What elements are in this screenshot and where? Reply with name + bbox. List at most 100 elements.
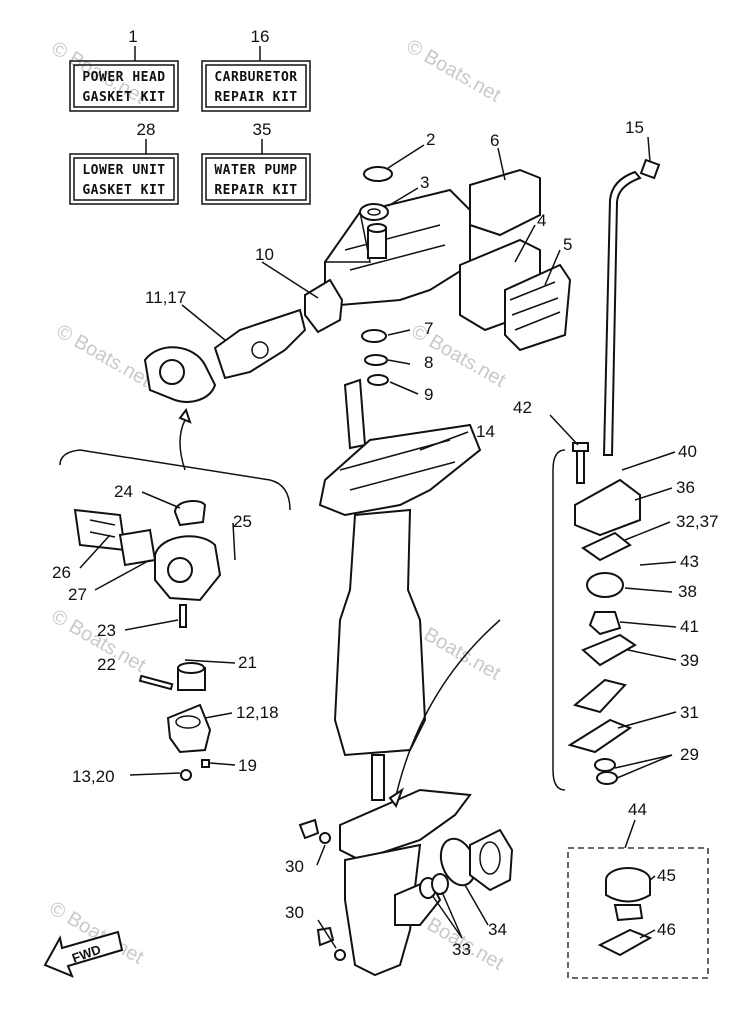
- callout-numbers: 2 3 4 5 6 7 8 9 10 11,17 14 15 42 40 36 …: [52, 118, 719, 959]
- washer: [334, 949, 346, 961]
- callout-6: 6: [490, 131, 499, 150]
- water-pump-bracket: [552, 449, 566, 791]
- impeller: [588, 611, 622, 636]
- callout-3: 3: [420, 173, 429, 192]
- washer: [180, 769, 192, 781]
- kit-number: 16: [251, 27, 270, 46]
- carburetor-bracket: [59, 449, 291, 511]
- seal: [596, 771, 618, 785]
- kit-line1: CARBURETOR: [214, 70, 297, 85]
- callout-7: 7: [424, 319, 433, 338]
- kit-line2: GASKET KIT: [82, 183, 165, 198]
- callout-15: 15: [625, 118, 644, 137]
- power-head-block: [324, 188, 471, 307]
- washer: [319, 832, 331, 844]
- callout-30-a: 30: [285, 857, 304, 876]
- seal: [594, 758, 616, 772]
- callout-19: 19: [238, 756, 257, 775]
- float-chamber: [173, 499, 207, 527]
- bearing-housing: [469, 828, 514, 892]
- callout-13-20: 13,20: [72, 767, 115, 786]
- kit-water-pump: 35 WATER PUMP REPAIR KIT: [201, 120, 311, 205]
- kit-carburetor: 16 CARBURETOR REPAIR KIT: [201, 27, 311, 112]
- kit-number: 28: [137, 120, 156, 139]
- callout-27: 27: [68, 585, 87, 604]
- screw: [201, 759, 210, 768]
- gasket: [567, 718, 633, 754]
- bushing: [367, 374, 389, 386]
- gasket: [581, 531, 632, 562]
- callout-2: 2: [426, 130, 435, 149]
- o-ring: [363, 166, 393, 182]
- pump-housing: [574, 478, 641, 537]
- kit-line1: LOWER UNIT: [82, 163, 165, 178]
- bolt: [576, 447, 585, 484]
- callout-39: 39: [680, 651, 699, 670]
- watermark: © Boats.net: [53, 320, 155, 392]
- callout-5: 5: [563, 235, 572, 254]
- fwd-arrow: FWD: [43, 930, 124, 978]
- callout-8: 8: [424, 353, 433, 372]
- callout-36: 36: [676, 478, 695, 497]
- callout-11-17: 11,17: [145, 288, 186, 307]
- plate: [597, 928, 653, 957]
- callout-24: 24: [114, 482, 133, 501]
- kit-box-44: [567, 847, 709, 979]
- callout-44: 44: [628, 800, 647, 819]
- tube-grommet: [639, 158, 661, 180]
- callout-42: 42: [513, 398, 532, 417]
- callout-22: 22: [97, 655, 116, 674]
- callout-14: 14: [476, 422, 495, 441]
- connector-line: [394, 619, 501, 801]
- callout-26: 26: [52, 563, 71, 582]
- kit-number: 1: [128, 27, 137, 46]
- callout-41: 41: [680, 617, 699, 636]
- callout-25: 25: [233, 512, 252, 531]
- intake-manifold: [213, 308, 307, 380]
- callout-10: 10: [255, 245, 274, 264]
- cover: [469, 168, 541, 237]
- gasket: [73, 508, 127, 552]
- watermark: © Boats.net: [408, 320, 510, 392]
- callout-12-18: 12,18: [236, 703, 279, 722]
- callout-45: 45: [657, 866, 676, 885]
- gasket: [504, 263, 572, 352]
- kit-lower-unit: 28 LOWER UNIT GASKET KIT: [69, 120, 179, 205]
- callout-32-37: 32,37: [676, 512, 719, 531]
- gasket: [304, 278, 344, 334]
- callout-33: 33: [452, 940, 471, 959]
- plate: [572, 678, 627, 714]
- callout-38: 38: [678, 582, 697, 601]
- cap: [298, 818, 320, 840]
- pin: [138, 674, 174, 691]
- callout-46: 46: [657, 920, 676, 939]
- callout-21: 21: [238, 653, 257, 672]
- kit-number: 35: [253, 120, 272, 139]
- callout-4: 4: [537, 211, 546, 230]
- seal: [431, 873, 449, 895]
- cap: [316, 926, 335, 947]
- watermark: © Boats.net: [403, 35, 505, 107]
- callout-43: 43: [680, 552, 699, 571]
- kit-line2: REPAIR KIT: [214, 183, 297, 198]
- plate: [118, 528, 157, 567]
- oil-seal: [359, 203, 389, 221]
- callout-34: 34: [488, 920, 507, 939]
- callout-23: 23: [97, 621, 116, 640]
- kit-line2: GASKET KIT: [82, 90, 165, 105]
- insert-cartridge: [586, 572, 624, 598]
- kit-power-head: 1 POWER HEAD GASKET KIT: [69, 27, 179, 112]
- callout-9: 9: [424, 385, 433, 404]
- callout-31: 31: [680, 703, 699, 722]
- callout-29: 29: [680, 745, 699, 764]
- kit-line1: WATER PUMP: [214, 163, 297, 178]
- kit-line1: POWER HEAD: [82, 70, 165, 85]
- washer: [364, 354, 388, 366]
- callout-40: 40: [678, 442, 697, 461]
- seal: [361, 329, 387, 343]
- outer-plate: [581, 633, 637, 667]
- leader-lines: [79, 136, 677, 949]
- callout-30-b: 30: [285, 903, 304, 922]
- drive-shaft-housing: [318, 378, 482, 977]
